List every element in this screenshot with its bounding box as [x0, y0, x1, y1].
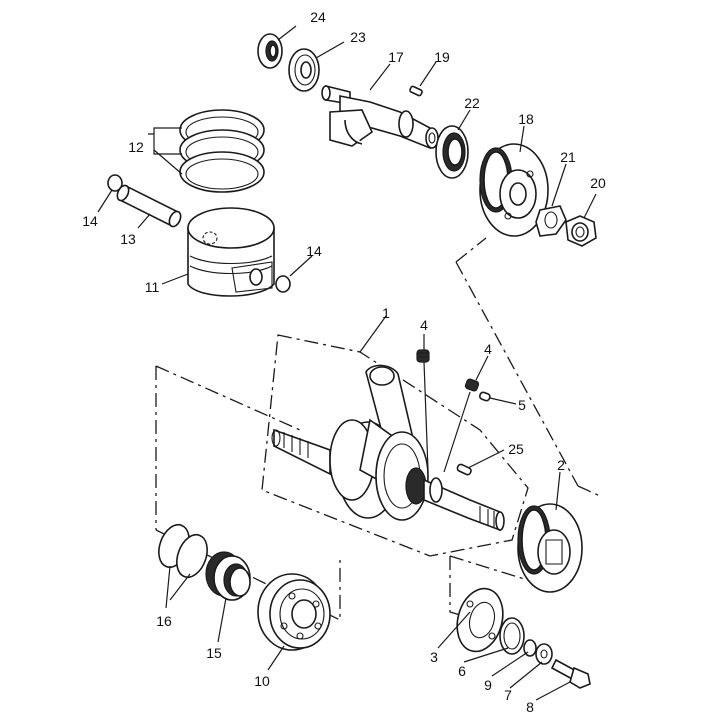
callout-4-upper: 4 [420, 317, 428, 333]
part-25-key [456, 463, 472, 476]
part-1-crankshaft [271, 364, 505, 532]
part-4-spring-upper [416, 349, 430, 363]
part-17-balancer-shaft [321, 84, 439, 150]
part-6-circlip [499, 617, 525, 655]
part-13-piston-pin [116, 184, 182, 228]
callout-20: 20 [590, 175, 606, 191]
part-4-spring-lower [464, 378, 480, 392]
part-24-oil-seal [257, 33, 283, 69]
callout-numbers: 24 23 17 19 22 18 21 20 12 14 13 14 11 1… [82, 9, 606, 715]
callout-25: 25 [508, 441, 524, 457]
callout-16: 16 [156, 613, 172, 629]
callout-24: 24 [310, 9, 326, 25]
right-gear-group-outline [449, 237, 601, 631]
part-14-circlip-left [107, 174, 123, 192]
callout-15: 15 [206, 645, 222, 661]
callout-13: 13 [120, 231, 136, 247]
callout-12: 12 [128, 139, 144, 155]
callout-14-left: 14 [82, 213, 98, 229]
callout-22: 22 [464, 95, 480, 111]
callout-5: 5 [518, 397, 526, 413]
part-12-piston-rings [179, 109, 265, 193]
callout-23: 23 [350, 29, 366, 45]
callout-1: 1 [382, 305, 390, 321]
part-10-main-bearing [257, 573, 331, 651]
part-16-retaining-rings [158, 523, 208, 579]
callout-11: 11 [145, 279, 160, 295]
part-5-pin [478, 391, 491, 402]
part-23-bearing [288, 48, 320, 92]
part-7-washer [535, 643, 553, 665]
callout-6: 6 [458, 663, 466, 679]
part-2-crankshaft-gear [517, 503, 583, 593]
callout-3: 3 [430, 649, 438, 665]
callout-18: 18 [518, 111, 534, 127]
callout-8: 8 [526, 699, 534, 715]
part-14-circlip-right [275, 275, 291, 293]
callout-7: 7 [504, 687, 512, 703]
callout-17: 17 [388, 49, 404, 65]
callout-14-right: 14 [306, 243, 322, 259]
callout-10: 10 [254, 673, 270, 689]
crankshaft-assembly-outline [261, 334, 529, 557]
callout-2: 2 [557, 457, 565, 473]
part-8-bolt [550, 658, 591, 689]
part-20-nut [565, 215, 597, 247]
part-21-lock-washer [535, 205, 567, 237]
part-19-woodruff-key [409, 85, 423, 97]
left-bearing-group-outline [155, 365, 341, 622]
callout-4-lower: 4 [484, 341, 492, 357]
part-11-piston [187, 207, 275, 297]
part-3-plate [456, 587, 504, 653]
callout-19: 19 [434, 49, 450, 65]
part-15-needle-bearing [205, 551, 251, 601]
part-22-bearing [435, 125, 469, 179]
callout-9: 9 [484, 677, 492, 693]
callout-21: 21 [560, 149, 576, 165]
leader-lines [97, 25, 597, 701]
part-18-balancer-gear [479, 143, 549, 237]
